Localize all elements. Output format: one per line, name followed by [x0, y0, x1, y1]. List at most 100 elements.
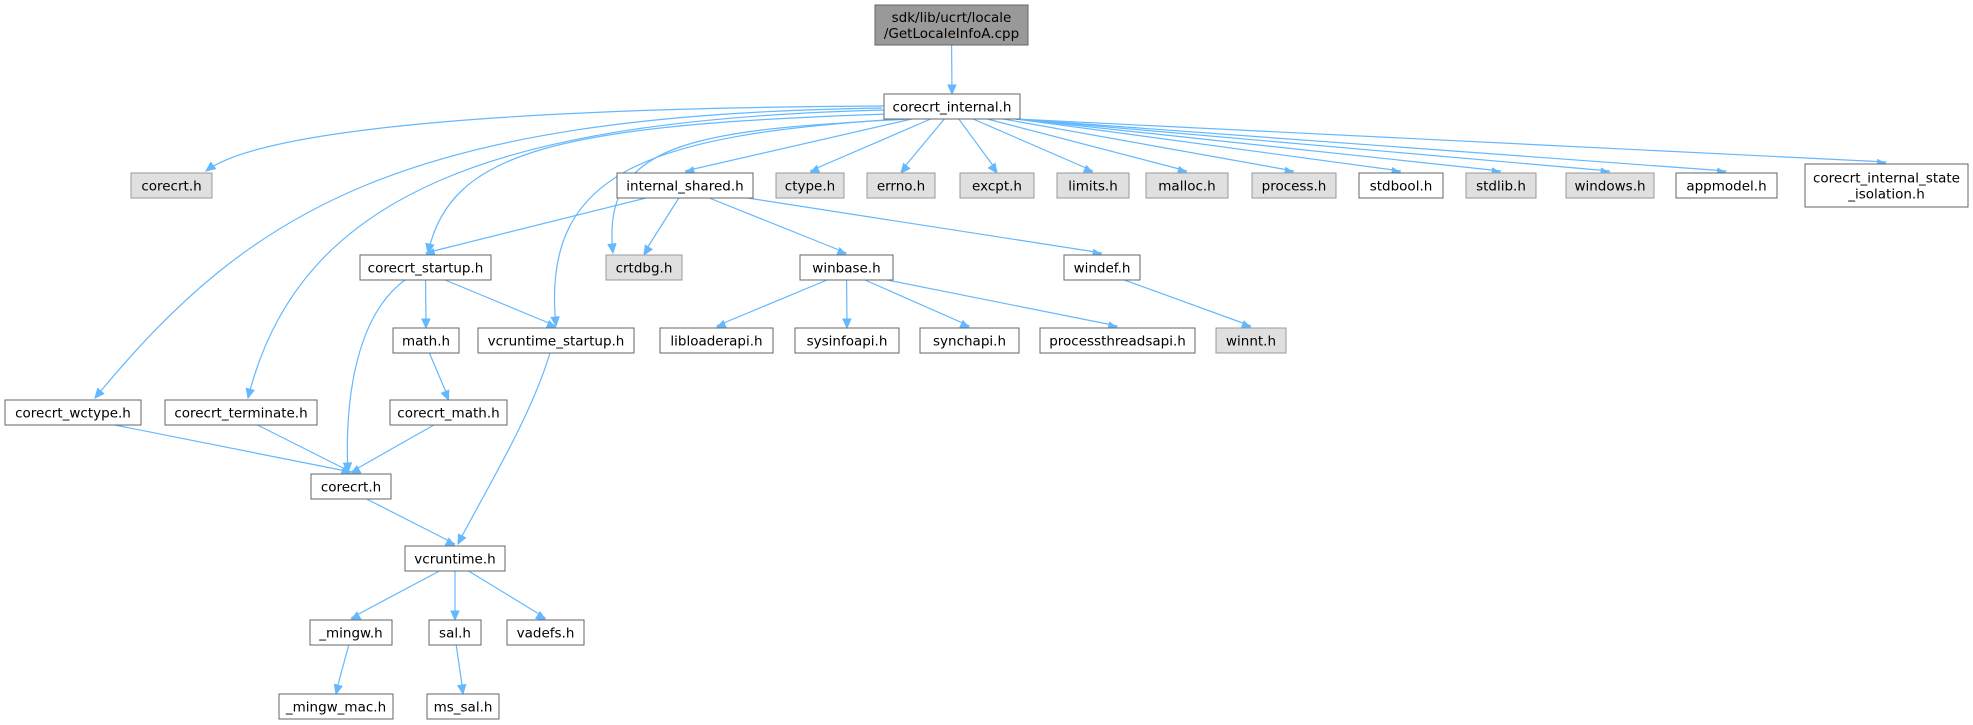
node-box[interactable]: [1358, 172, 1444, 199]
node-label: crtdbg.h: [616, 261, 673, 277]
node-box: [866, 172, 936, 199]
node-label: corecrt_wctype.h: [15, 406, 131, 422]
edge-corecrt_internal-to-ctype: [808, 118, 931, 174]
edge-line: [1015, 118, 1402, 172]
node-box[interactable]: [310, 473, 392, 500]
edge-internal_shared-to-windef: [747, 197, 1104, 259]
node-ctype: ctype.h: [775, 172, 845, 199]
edge-line: [747, 197, 1103, 254]
edge-arrowhead: [607, 243, 617, 255]
node-box[interactable]: [278, 693, 394, 720]
node-corecrt[interactable]: corecrt.h: [310, 473, 392, 500]
edge-arrowhead: [457, 533, 467, 546]
node-corecrt-terminate[interactable]: corecrt_terminate.h: [164, 399, 318, 426]
node-box[interactable]: [794, 327, 900, 354]
node-box[interactable]: [919, 327, 1020, 354]
node-appmodel[interactable]: appmodel.h: [1675, 172, 1778, 199]
edge-line: [809, 118, 931, 172]
node-box[interactable]: [477, 327, 635, 354]
node-math[interactable]: math.h: [392, 327, 460, 354]
node-box[interactable]: [506, 619, 585, 646]
node-mingw-mac[interactable]: _mingw_mac.h: [278, 693, 394, 720]
node-synchapi[interactable]: synchapi.h: [919, 327, 1020, 354]
node-label: vadefs.h: [517, 626, 575, 642]
edge-root-to-corecrt_internal: [947, 44, 957, 96]
edge-vcruntime-to-vadefs: [468, 570, 547, 621]
node-vcruntime[interactable]: vcruntime.h: [404, 545, 506, 572]
node-state-isolation[interactable]: corecrt_internal_state_isolation.h: [1804, 163, 1969, 208]
edge-arrowhead: [842, 318, 852, 330]
edge-line: [1015, 118, 1727, 172]
node-box[interactable]: [4, 399, 142, 426]
node-box[interactable]: [404, 545, 506, 572]
edge-winbase-to-synchapi: [864, 279, 971, 329]
node-label: sdk/lib/ucrt/locale: [892, 10, 1012, 26]
node-box[interactable]: [428, 619, 482, 646]
node-vadefs[interactable]: vadefs.h: [506, 619, 585, 646]
node-box: [959, 172, 1035, 199]
edge-line: [427, 113, 889, 254]
node-corecrt-wctype[interactable]: corecrt_wctype.h: [4, 399, 142, 426]
edge-math-to-corecrt_math: [428, 352, 450, 402]
edge-line: [350, 570, 440, 619]
node-box[interactable]: [392, 327, 460, 354]
node-internal-shared[interactable]: internal_shared.h: [616, 172, 754, 199]
node-label: corecrt_terminate.h: [174, 406, 307, 422]
node-box[interactable]: [309, 619, 393, 646]
node-box[interactable]: [1804, 163, 1969, 208]
node-label: process.h: [1262, 179, 1327, 195]
node-box: [1215, 327, 1287, 354]
node-label: appmodel.h: [1686, 179, 1766, 195]
edge-arrowhead: [643, 244, 654, 257]
node-mingw[interactable]: _mingw.h: [309, 619, 393, 646]
node-corecrt-math[interactable]: corecrt_math.h: [389, 399, 508, 426]
node-label: windows.h: [1574, 179, 1645, 195]
node-box[interactable]: [883, 93, 1021, 120]
edge-corecrt_internal-to-corecrt_startup: [425, 113, 889, 255]
node-box[interactable]: [616, 172, 754, 199]
node-label: vcruntime.h: [414, 552, 495, 568]
node-crtdbg: crtdbg.h: [605, 254, 683, 281]
node-sysinfoapi[interactable]: sysinfoapi.h: [794, 327, 900, 354]
node-box: [1251, 172, 1337, 199]
node-box: [130, 172, 213, 199]
node-winnt: winnt.h: [1215, 327, 1287, 354]
node-label: _isolation.h: [1847, 187, 1925, 203]
node-box: [874, 4, 1029, 46]
node-excpt: excpt.h: [959, 172, 1035, 199]
node-label: _mingw_mac.h: [285, 700, 386, 716]
node-label: malloc.h: [1158, 179, 1215, 195]
node-windef[interactable]: windef.h: [1063, 254, 1141, 281]
node-box[interactable]: [1063, 254, 1141, 281]
edge-corecrt_startup-to-corecrt: [342, 279, 406, 474]
node-box[interactable]: [359, 254, 492, 281]
node-libloaderapi[interactable]: libloaderapi.h: [659, 327, 774, 354]
node-box[interactable]: [1675, 172, 1778, 199]
edge-arrowhead: [550, 316, 560, 328]
node-label: math.h: [402, 334, 450, 350]
node-corecrt-startup[interactable]: corecrt_startup.h: [359, 254, 492, 281]
node-box: [775, 172, 845, 199]
edge-arrowhead: [245, 387, 255, 400]
node-corecrt-top: corecrt.h: [130, 172, 213, 199]
edge-line: [94, 107, 883, 399]
edge-sal-to-ms_sal: [455, 644, 467, 696]
node-sal[interactable]: sal.h: [428, 619, 482, 646]
node-box[interactable]: [164, 399, 318, 426]
node-stdbool[interactable]: stdbool.h: [1358, 172, 1444, 199]
node-box: [1056, 172, 1130, 199]
node-label: sal.h: [439, 626, 471, 642]
node-box[interactable]: [426, 693, 500, 720]
node-processthreadsapi[interactable]: processthreadsapi.h: [1039, 327, 1196, 354]
node-box[interactable]: [799, 254, 894, 281]
node-vcruntime-startup[interactable]: vcruntime_startup.h: [477, 327, 635, 354]
edge-line: [684, 118, 913, 172]
node-box[interactable]: [1039, 327, 1196, 354]
node-ms-sal[interactable]: ms_sal.h: [426, 693, 500, 720]
edge-line: [987, 118, 1188, 172]
node-corecrt-internal[interactable]: corecrt_internal.h: [883, 93, 1021, 120]
node-winbase[interactable]: winbase.h: [799, 254, 894, 281]
node-box[interactable]: [389, 399, 508, 426]
edge-line: [366, 498, 456, 545]
node-box[interactable]: [659, 327, 774, 354]
